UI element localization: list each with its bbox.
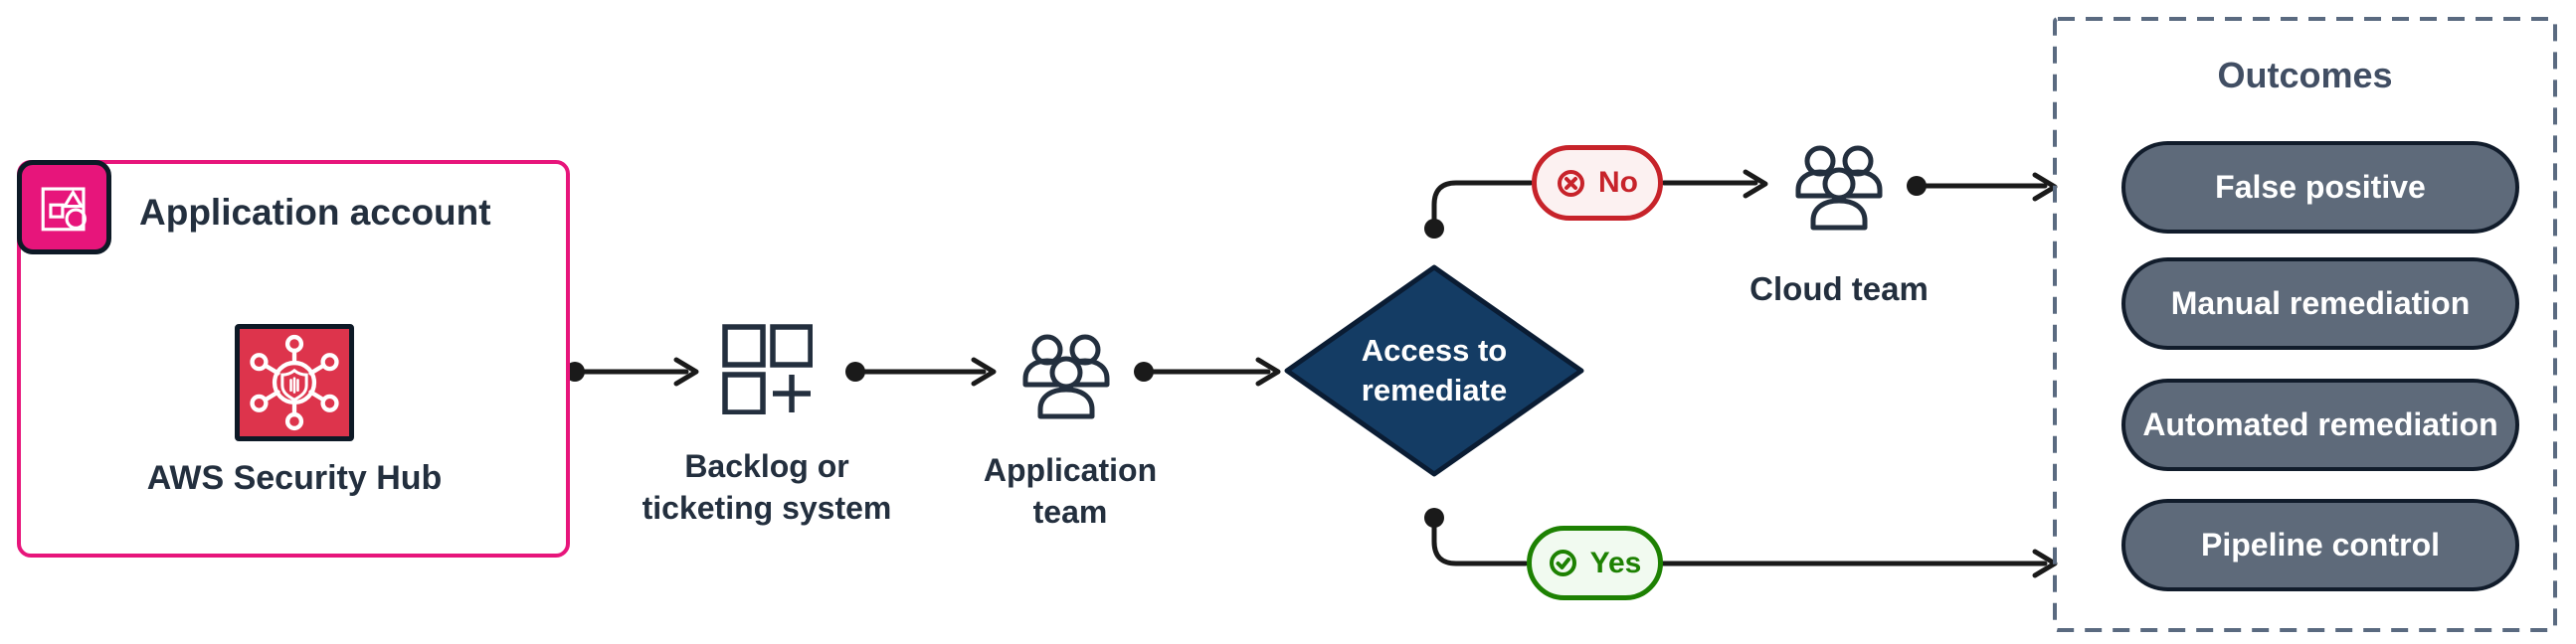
junction-dot	[845, 362, 865, 382]
application-team-label-line1: Application	[983, 452, 1158, 488]
security-hub-glyph	[250, 334, 339, 431]
application-team-label: Application team	[921, 449, 1219, 533]
junction-dot	[1907, 176, 1927, 196]
application-account-icon	[17, 160, 111, 254]
no-badge: No	[1532, 145, 1663, 221]
outcome-pill-false-positive: False positive	[2121, 141, 2519, 234]
backlog-label-line1: Backlog or	[684, 448, 849, 484]
decision-label: Access to remediate	[1282, 262, 1586, 479]
aws-security-hub-label: AWS Security Hub	[146, 459, 443, 497]
arrowhead-account-to-backlog	[673, 357, 699, 387]
outcome-pill-manual-remediation: Manual remediation	[2121, 257, 2519, 350]
no-badge-label: No	[1598, 166, 1638, 199]
outcome-pill-pipeline-control: Pipeline control	[2121, 499, 2519, 591]
arrowhead-appteam-to-decision	[1255, 357, 1281, 387]
cloud-team-icon	[1795, 145, 1883, 231]
outcomes-title: Outcomes	[2217, 55, 2393, 95]
cloud-team-label: Cloud team	[1749, 270, 1929, 307]
outcome-pill-automated-remediation: Automated remediation	[2121, 379, 2519, 471]
junction-dot	[565, 362, 585, 382]
backlog-ticketing-icon	[722, 324, 813, 414]
curve-decision-to-yes	[1431, 524, 1529, 566]
decision-label-line1: Access to	[1361, 333, 1508, 368]
resource-shapes-icon	[41, 186, 87, 231]
outcome-pill-label: Pipeline control	[2200, 527, 2441, 563]
arrowhead-backlog-to-appteam	[971, 357, 997, 387]
curve-decision-to-no	[1431, 180, 1534, 223]
backlog-label-line2: ticketing system	[642, 490, 892, 526]
arrowhead-no-to-cloudteam	[1743, 169, 1768, 199]
outcome-pill-label: Manual remediation	[2170, 285, 2471, 321]
junction-dot	[1424, 508, 1444, 528]
aws-security-hub-icon	[235, 324, 354, 441]
application-account-title: Application account	[139, 192, 491, 233]
circle-x-icon	[1558, 169, 1584, 197]
backlog-label: Backlog or ticketing system	[617, 445, 917, 529]
outcome-pill-label: Automated remediation	[2142, 406, 2498, 442]
yes-badge: Yes	[1527, 526, 1663, 600]
circle-check-icon	[1549, 550, 1576, 576]
application-team-label-line2: team	[1032, 494, 1108, 530]
outcome-pill-label: False positive	[2215, 169, 2426, 205]
yes-badge-label: Yes	[1589, 546, 1642, 579]
decision-label-line2: remediate	[1361, 373, 1508, 407]
decision-diamond	[1284, 264, 1584, 477]
junction-dot	[1134, 362, 1154, 382]
application-team-icon	[1022, 334, 1110, 419]
junction-dot	[1424, 219, 1444, 239]
